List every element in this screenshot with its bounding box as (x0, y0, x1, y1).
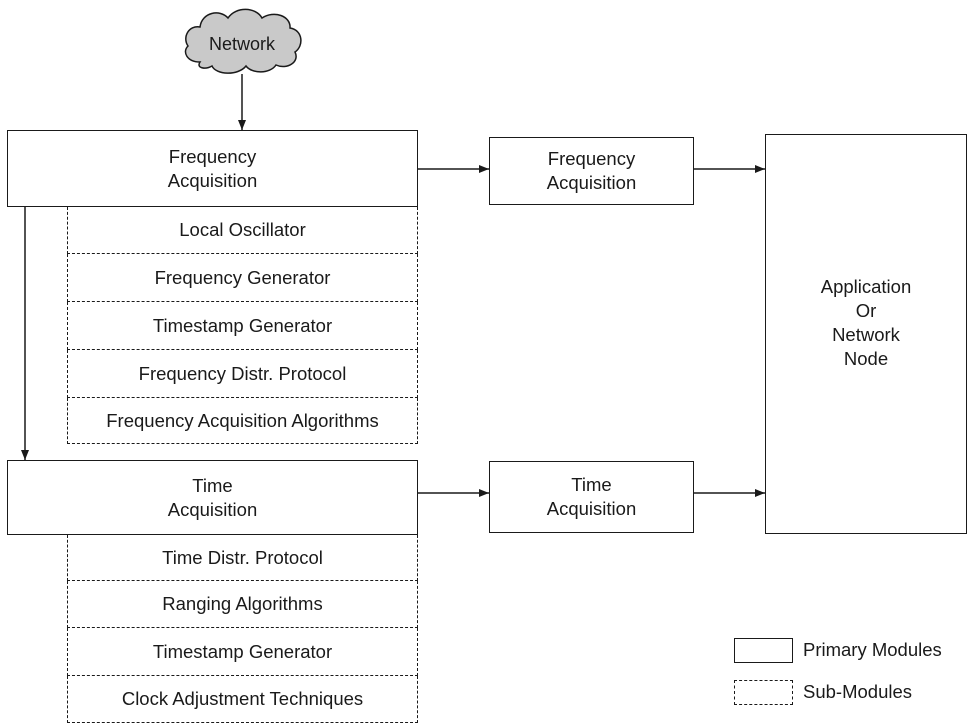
submodule-local-oscillator: Local Oscillator (67, 207, 418, 254)
legend-primary-swatch (734, 638, 793, 663)
legend-primary-label: Primary Modules (803, 639, 942, 660)
time-acquisition-output: Time Acquisition (489, 461, 694, 533)
network-label: Network (208, 34, 275, 54)
legend-sub-swatch (734, 680, 793, 705)
submodule-ranging-algorithms: Ranging Algorithms (67, 581, 418, 628)
submodule-frequency-distr-protocol: Frequency Distr. Protocol (67, 350, 418, 398)
submodule-timestamp-generator: Timestamp Generator (67, 302, 418, 350)
application-network-node: Application Or Network Node (765, 134, 967, 534)
submodule-frequency-acquisition-algorithms: Frequency Acquisition Algorithms (67, 398, 418, 444)
frequency-acquisition-output: Frequency Acquisition (489, 137, 694, 205)
time-acquisition-module: Time Acquisition (7, 460, 418, 535)
submodule-clock-adjustment-techniques: Clock Adjustment Techniques (67, 676, 418, 723)
submodule-frequency-generator: Frequency Generator (67, 254, 418, 302)
submodule-time-distr-protocol: Time Distr. Protocol (67, 535, 418, 581)
submodule-timestamp-generator-time: Timestamp Generator (67, 628, 418, 676)
frequency-acquisition-module: Frequency Acquisition (7, 130, 418, 207)
legend-sub-label: Sub-Modules (803, 681, 913, 702)
network-cloud (184, 8, 302, 74)
